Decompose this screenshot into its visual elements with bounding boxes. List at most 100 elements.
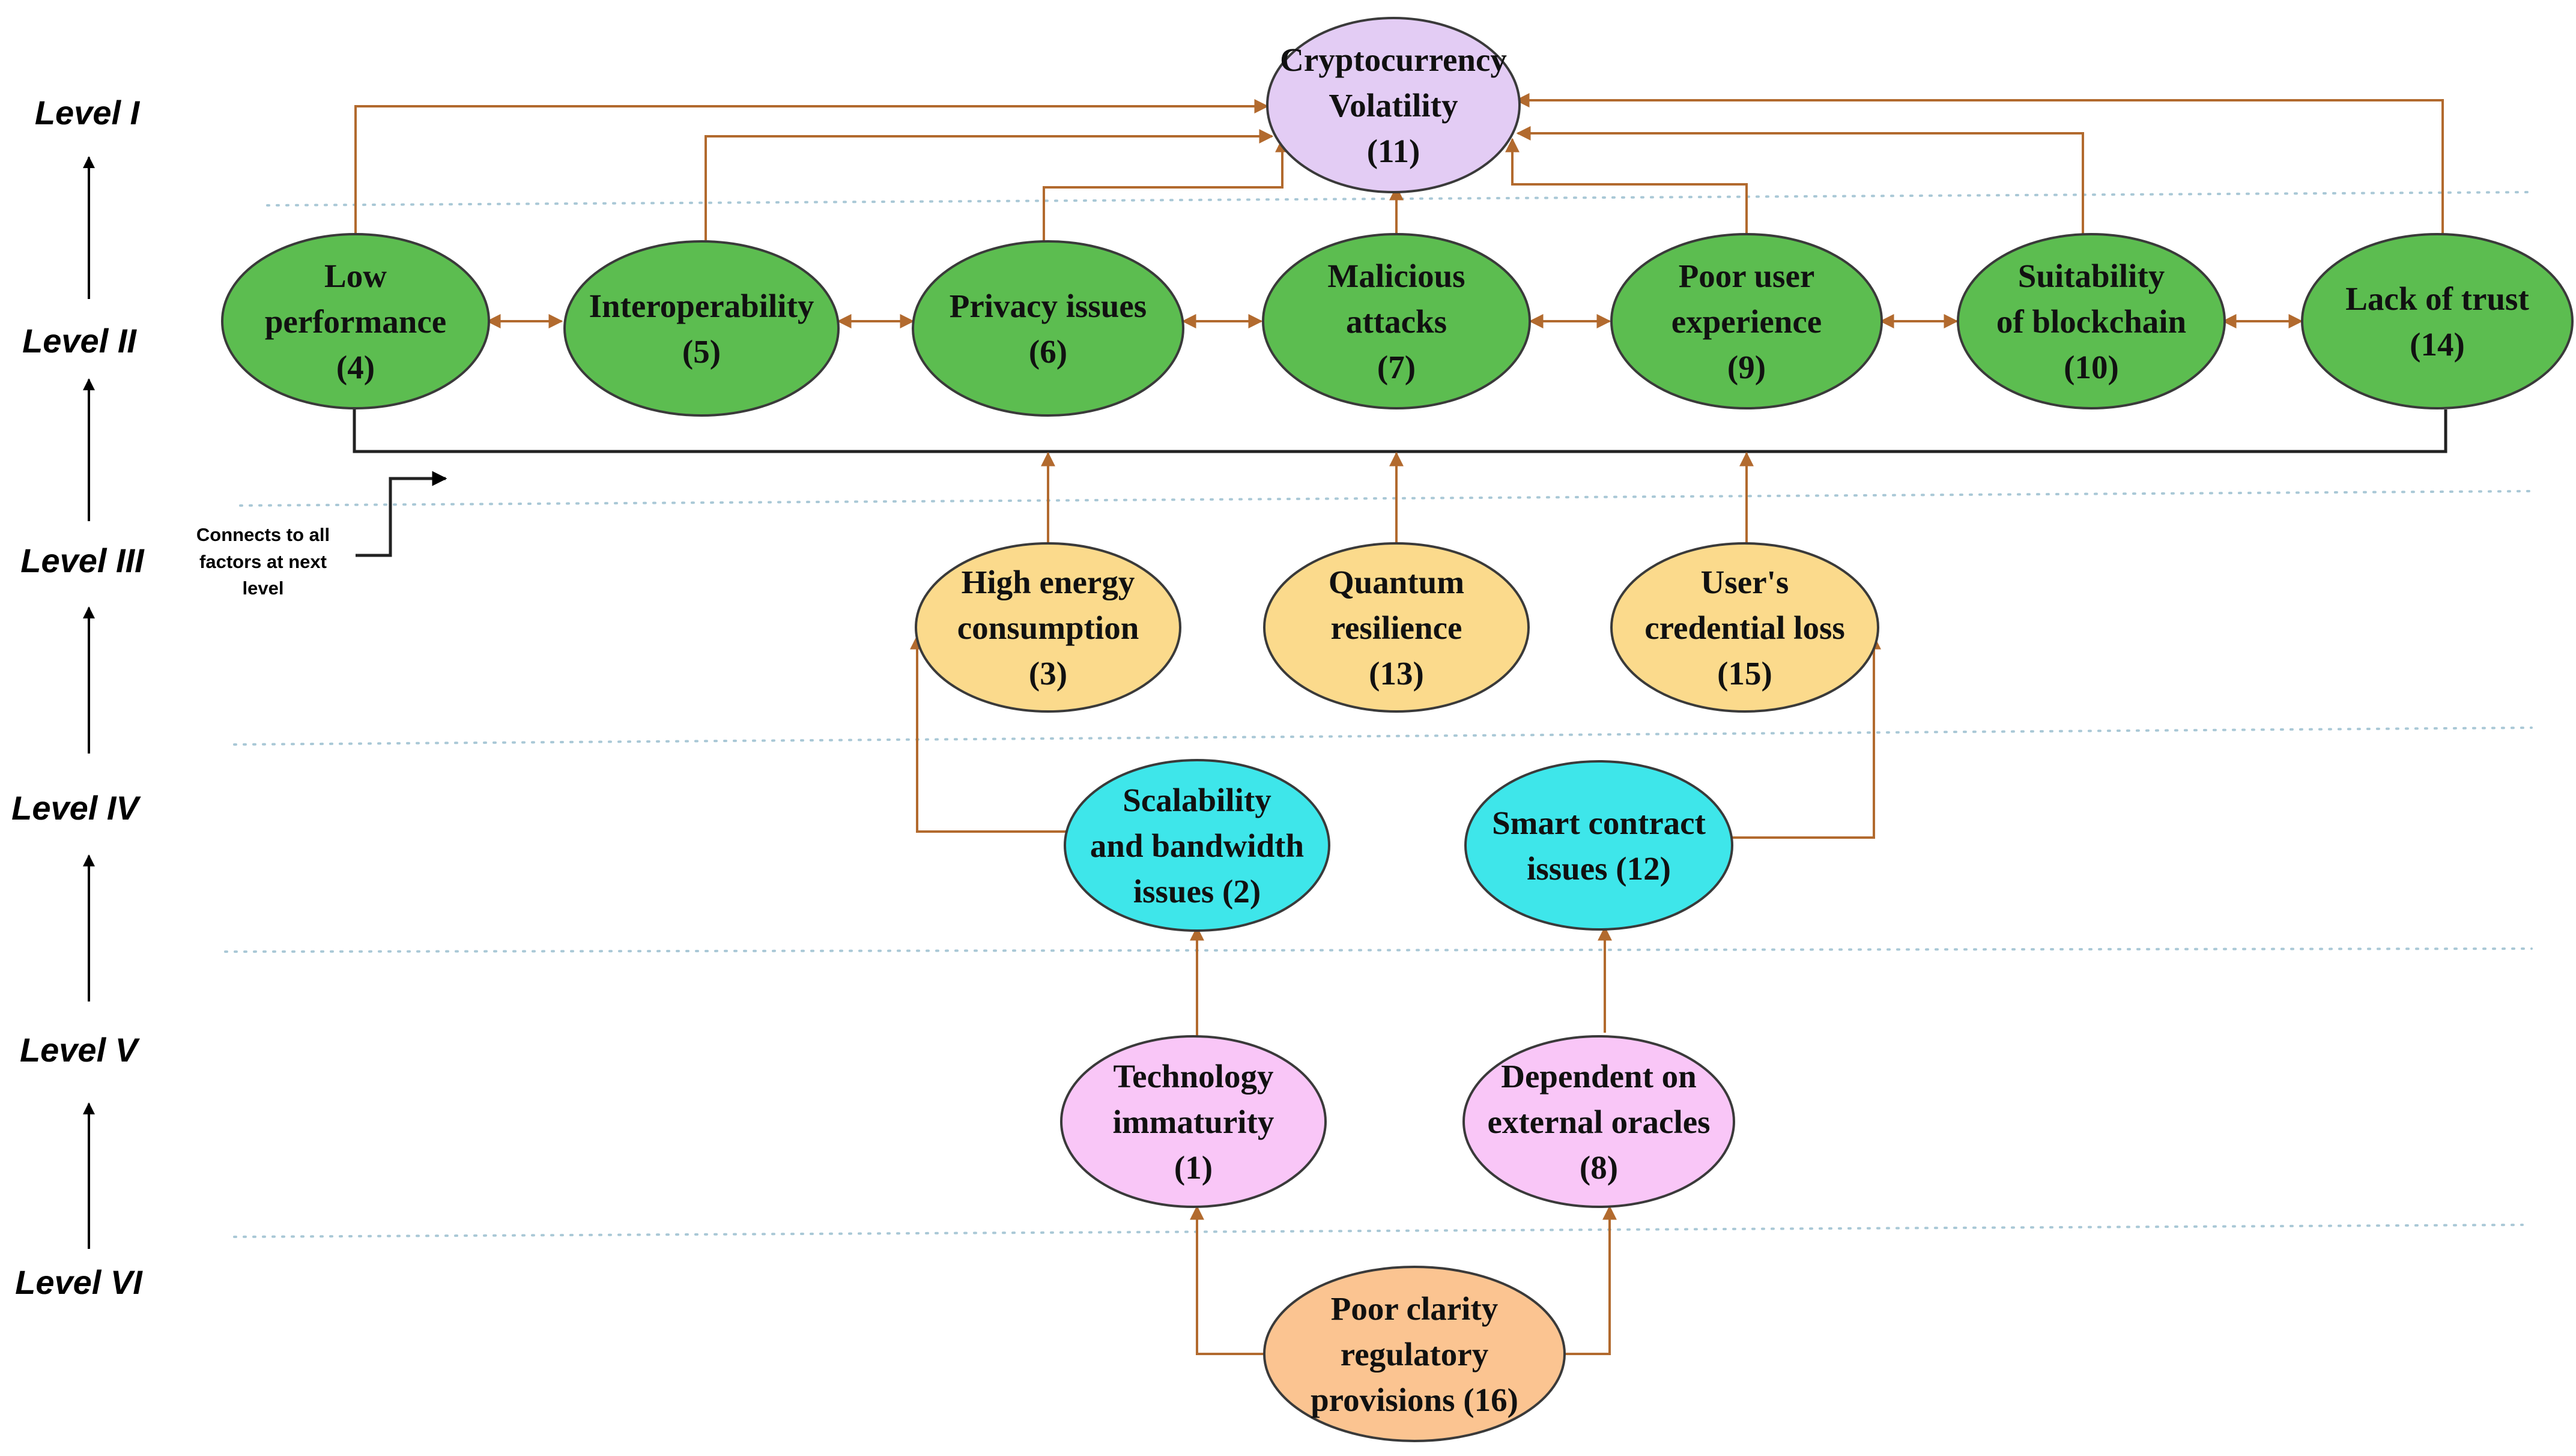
node-shape xyxy=(1610,542,1879,713)
node-label-line: High energy xyxy=(962,564,1135,600)
node-shape xyxy=(1464,760,1733,931)
node-label-line: (9) xyxy=(1727,349,1766,385)
level-label-1: Level I xyxy=(35,94,141,131)
node-shape xyxy=(1462,1035,1735,1208)
node-label-line: immaturity xyxy=(1113,1104,1274,1140)
node-label-line: (3) xyxy=(1029,655,1067,692)
node-label-line: Scalability xyxy=(1123,782,1271,818)
link-2-to-3 xyxy=(910,635,1069,833)
node-shape xyxy=(2301,233,2574,409)
node-label-line: consumption xyxy=(957,609,1139,646)
node-label-line: (10) xyxy=(2064,349,2119,385)
node-label-line: (5) xyxy=(682,333,721,370)
node-label-line: issues (2) xyxy=(1133,873,1261,910)
node-low-performance: Low performance (4) xyxy=(221,233,490,409)
links-to-level-two xyxy=(1041,452,1754,545)
level-labels: Level I Level II Level III Level IV Leve… xyxy=(11,94,145,1301)
note-line-3: level xyxy=(243,578,284,599)
node-label-line: issues (12) xyxy=(1527,850,1671,887)
separator-1 xyxy=(266,191,2533,207)
node-label-line: Interoperability xyxy=(589,288,814,324)
level-label-2: Level II xyxy=(22,322,137,360)
node-label-line: of blockchain xyxy=(1996,303,2186,340)
node-interoperability: Interoperability (5) xyxy=(563,240,840,417)
node-users-credential-loss: User's credential loss (15) xyxy=(1610,542,1879,713)
separator-5 xyxy=(233,1224,2524,1238)
node-privacy-issues: Privacy issues (6) xyxy=(912,240,1184,417)
node-shape xyxy=(1957,233,2226,409)
level-separators xyxy=(224,191,2533,1238)
level-two-bracket xyxy=(353,409,2447,453)
node-label-line: attacks xyxy=(1346,303,1447,340)
node-shape xyxy=(1266,17,1521,193)
node-shape xyxy=(1262,233,1531,409)
node-label-line: external oracles xyxy=(1487,1104,1710,1140)
node-label-line: Poor user xyxy=(1679,258,1815,294)
note-arrow xyxy=(356,471,447,557)
links-to-level-four xyxy=(1190,926,1612,1057)
node-high-energy-consumption: High energy consumption (3) xyxy=(915,542,1181,713)
node-label-line: Cryptocurrency xyxy=(1280,41,1507,78)
node-label-line: Quantum xyxy=(1329,564,1464,600)
node-label-line: (13) xyxy=(1369,655,1424,692)
node-shape xyxy=(1263,542,1530,713)
node-shape xyxy=(221,233,490,409)
node-suitability-of-blockchain: Suitability of blockchain (10) xyxy=(1957,233,2226,409)
node-label-line: Lack of trust xyxy=(2345,280,2529,317)
link-10-to-11 xyxy=(1516,126,2084,237)
node-technology-immaturity: Technology immaturity (1) xyxy=(1060,1035,1327,1208)
node-label-line: Privacy issues xyxy=(950,288,1147,324)
node-quantum-resilience: Quantum resilience (13) xyxy=(1263,542,1530,713)
note-line-1: Connects to all xyxy=(196,524,330,545)
node-label-line: performance xyxy=(265,303,446,340)
link-16-to-1 xyxy=(1190,1205,1267,1355)
separator-2 xyxy=(239,490,2533,507)
node-poor-clarity-regulatory-provisions: Poor clarity regulatory provisions (16) xyxy=(1263,1266,1566,1442)
separator-3 xyxy=(233,726,2533,746)
node-shape xyxy=(1610,233,1883,409)
node-label-line: and bandwidth xyxy=(1090,827,1304,864)
node-label-line: (1) xyxy=(1174,1149,1213,1186)
node-label-line: Suitability xyxy=(2018,258,2165,294)
node-label-line: Malicious xyxy=(1327,258,1465,294)
level-label-3: Level III xyxy=(20,542,145,579)
node-label-line: provisions (16) xyxy=(1311,1382,1518,1418)
link-12-to-15 xyxy=(1724,635,1881,839)
node-shape xyxy=(563,240,840,417)
node-label-line: Technology xyxy=(1114,1058,1274,1095)
node-label-line: (11) xyxy=(1367,133,1420,169)
level-label-6: Level VI xyxy=(15,1263,143,1301)
node-label-line: (14) xyxy=(2410,326,2465,363)
level-label-5: Level V xyxy=(20,1031,141,1069)
node-label-line: regulatory xyxy=(1341,1336,1488,1373)
node-label-line: (15) xyxy=(1717,655,1772,692)
separator-4 xyxy=(224,947,2533,953)
node-label-line: (6) xyxy=(1029,333,1067,370)
node-label-line: resilience xyxy=(1331,609,1462,646)
node-shape xyxy=(1064,759,1330,932)
node-label-line: User's xyxy=(1701,564,1789,600)
link-14-to-11 xyxy=(1515,93,2444,241)
node-shape xyxy=(915,542,1181,713)
node-label-line: (4) xyxy=(336,349,375,385)
node-label-line: Poor clarity xyxy=(1331,1290,1498,1327)
node-label-line: Dependent on xyxy=(1501,1058,1696,1095)
links-to-level-three xyxy=(910,635,1881,839)
node-smart-contract-issues: Smart contract issues (12) xyxy=(1464,760,1733,931)
node-label-line: (7) xyxy=(1377,349,1416,385)
node-shape xyxy=(912,240,1184,417)
node-scalability-and-bandwidth: Scalability and bandwidth issues (2) xyxy=(1064,759,1330,932)
node-label-line: (8) xyxy=(1580,1149,1618,1186)
links-to-level-five xyxy=(1190,1205,1617,1355)
links-to-volatility xyxy=(354,93,2444,246)
link-5-to-11 xyxy=(705,129,1274,240)
node-lack-of-trust: Lack of trust (14) xyxy=(2301,233,2574,409)
node-label-line: Smart contract xyxy=(1492,805,1706,841)
note-line-2: factors at next xyxy=(199,551,327,572)
node-label-line: Low xyxy=(324,258,387,294)
node-label-line: experience xyxy=(1671,303,1822,340)
node-label-line: credential loss xyxy=(1644,609,1845,646)
node-malicious-attacks: Malicious attacks (7) xyxy=(1262,233,1531,409)
